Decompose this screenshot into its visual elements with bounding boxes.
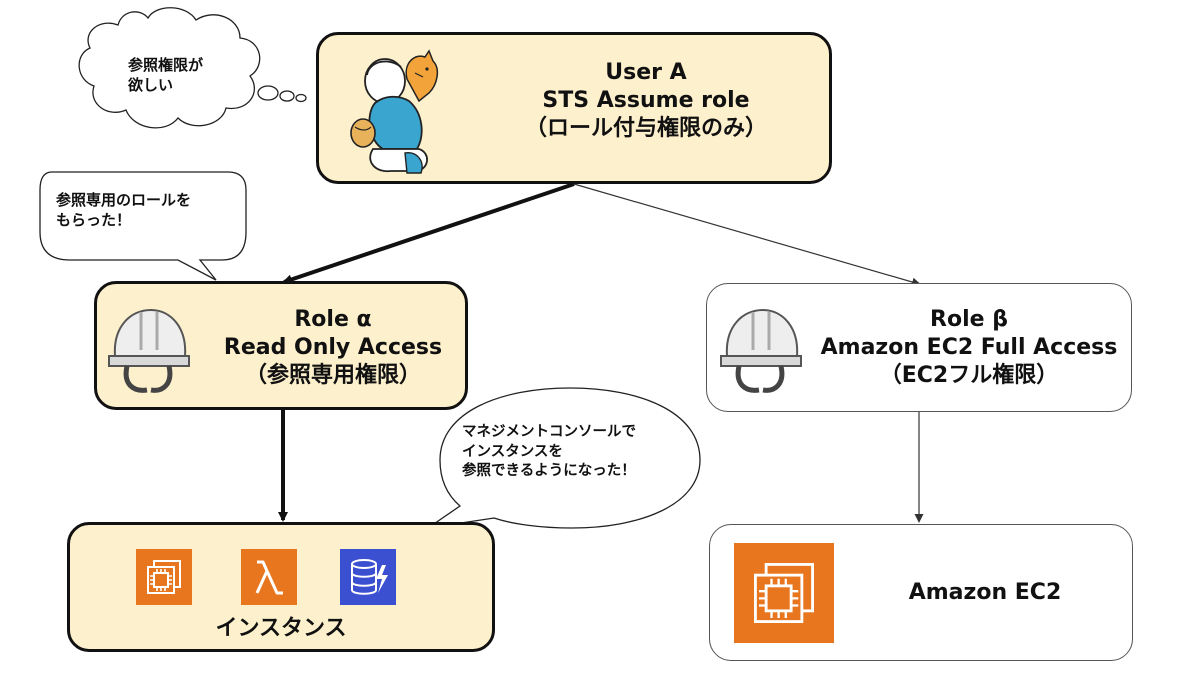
role-beta-label: Role β Amazon EC2 Full Access （EC2フル権限）	[820, 307, 1118, 389]
speech-text-role: 参照専用のロールを もらった！	[56, 191, 192, 230]
role-alpha-box: Role α Read Only Access （参照専用権限）	[94, 281, 468, 410]
thought-text: 参照権限が 欲しい	[128, 56, 204, 95]
role-alpha-label: Role α Read Only Access （参照専用権限）	[223, 307, 443, 389]
helmet-icon	[720, 308, 802, 393]
person-with-cat-icon	[350, 49, 439, 174]
role-beta-box: Role β Amazon EC2 Full Access （EC2フル権限）	[706, 283, 1132, 412]
thought-cloud	[78, 7, 307, 129]
speech-bubble-console	[427, 387, 701, 529]
instances-label: インスタンス	[215, 616, 347, 641]
user-a-box: User A STS Assume role （ロール付与権限のみ）	[316, 32, 832, 184]
dynamodb-icon	[340, 549, 396, 605]
speech-bubble-role	[39, 171, 247, 281]
ec2-icon	[136, 549, 192, 605]
ec2-box: Amazon EC2	[709, 524, 1133, 661]
arrow-user-to-role-beta	[573, 183, 921, 287]
ec2-icon	[734, 543, 834, 643]
lambda-icon	[241, 549, 297, 605]
instances-box: インスタンス	[67, 522, 495, 652]
speech-text-console: マネジメントコンソールで インスタンスを 参照できるようになった！	[462, 424, 636, 480]
arrow-user-to-role-alpha	[282, 182, 575, 285]
ec2-label: Amazon EC2	[908, 580, 1062, 605]
user-a-label: User A STS Assume role （ロール付与権限のみ）	[524, 60, 767, 142]
helmet-icon	[108, 308, 190, 393]
